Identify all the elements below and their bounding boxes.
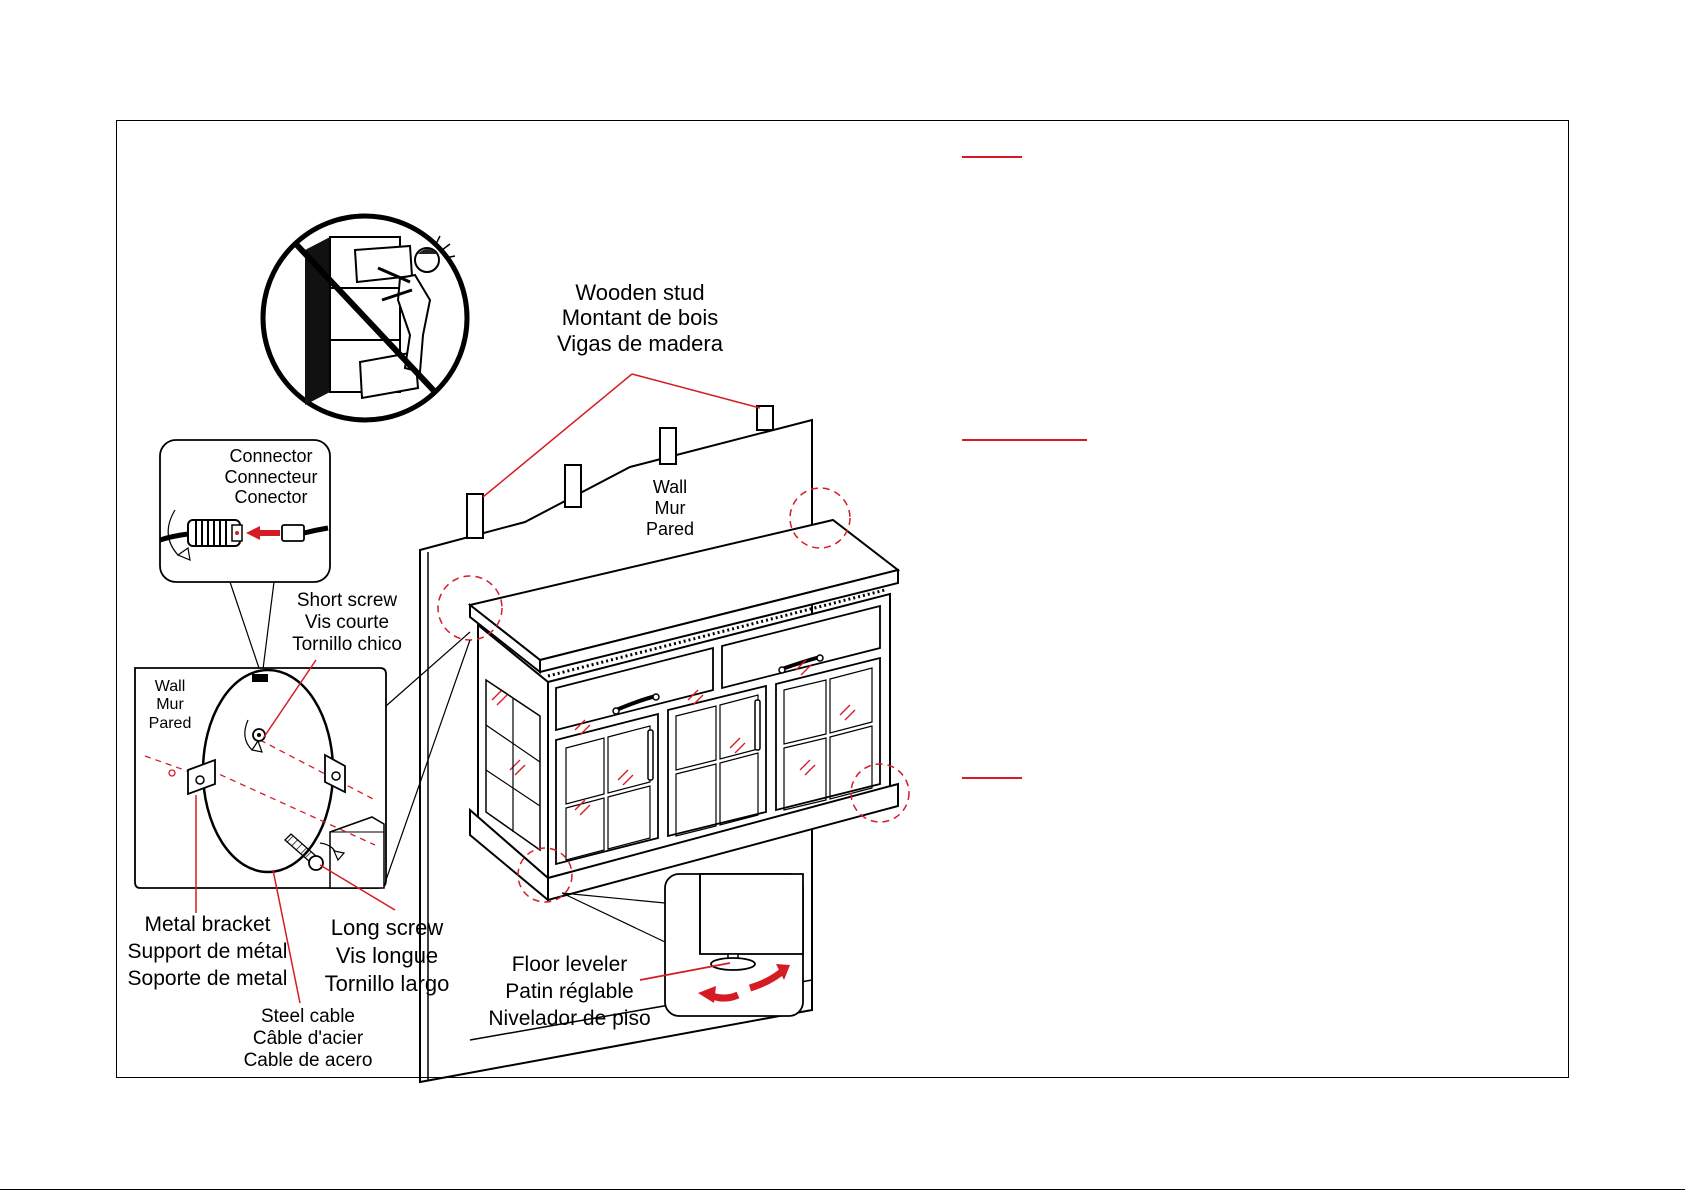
wall-anchor-detail	[134, 631, 471, 1004]
section-rule-2	[962, 439, 1087, 441]
cable-connector-icon	[159, 439, 331, 678]
wall-and-studs	[419, 373, 813, 1084]
diagram-frame	[116, 120, 1569, 1078]
no-climbing-warning-icon	[260, 213, 470, 423]
page-bottom-rule	[0, 1189, 1685, 1190]
floor-leveler-icon	[639, 873, 804, 1017]
section-rule-1	[962, 156, 1022, 158]
sideboard-cabinet	[467, 518, 901, 903]
section-rule-3	[962, 777, 1022, 779]
